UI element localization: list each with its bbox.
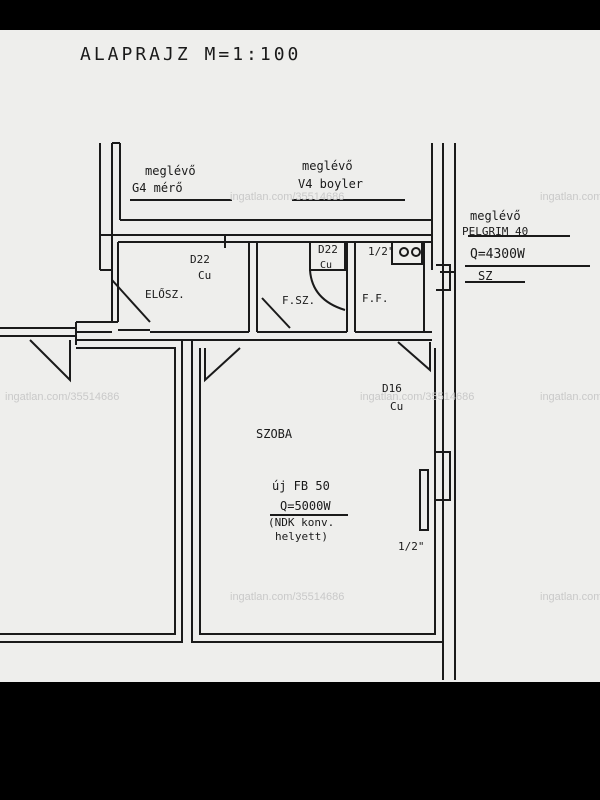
wall-row-bottom (150, 331, 432, 341)
label-half-inch: 1/2" (368, 245, 395, 258)
toilet-fixture (309, 241, 346, 271)
wall-left-room (0, 339, 183, 643)
door-main-right (397, 341, 431, 373)
floor-plan-sheet: ALAPRAJZ M=1:100 meglévő G4 mérő meglévő… (0, 30, 600, 682)
label-fb-note1: (NDK konv. (268, 516, 334, 529)
label-sz-right: SZ (478, 269, 492, 283)
label-d22-a: D22 (190, 253, 210, 266)
label-cu-c: Cu (390, 400, 403, 413)
label-pelgrim-q: Q=4300W (470, 247, 525, 262)
wall-right-outer (442, 143, 456, 680)
door-entrance (111, 279, 151, 323)
label-g4-bottom: G4 mérő (132, 181, 183, 195)
wall-upper-right (431, 143, 444, 270)
label-v4-bottom: V4 boyler (298, 177, 363, 191)
watermark: ingatlan.com/35514686 (230, 191, 344, 203)
label-fb-title: új FB 50 (272, 479, 330, 493)
door-wc-swing (309, 269, 346, 311)
watermark: ingatlan.com (540, 591, 600, 603)
watermark: ingatlan.com/35514686 (5, 391, 119, 403)
room-label-szoba: SZOBA (256, 427, 293, 441)
label-pelgrim-mid: PELGRIM 40 (462, 225, 528, 238)
label-pelgrim-top: meglévő (470, 209, 521, 223)
watermark: ingatlan.com (540, 191, 600, 203)
wall-div-2 (346, 242, 356, 332)
door-fsz (261, 297, 291, 329)
wall-left-window (0, 327, 76, 337)
door-main-room (204, 347, 241, 383)
floor-plan-drawing: ALAPRAJZ M=1:100 meglévő G4 mérő meglévő… (0, 44, 600, 680)
bottom-black-bar (0, 682, 600, 800)
wall-main-room (191, 340, 443, 643)
door-left-room (29, 339, 71, 383)
label-d16: D16 (382, 382, 402, 395)
boiler-fixture (391, 241, 423, 265)
watermark: ingatlan.com (540, 391, 600, 403)
label-fb-note2: helyett) (275, 530, 328, 543)
label-fb-q: Q=5000W (280, 499, 331, 513)
room-label-eloszoba: ELŐSZ. (145, 287, 185, 301)
wall-div-1 (248, 242, 258, 332)
watermark: ingatlan.com/35514686 (360, 391, 474, 403)
radiator-fb50 (419, 469, 429, 531)
top-black-bar (0, 0, 600, 30)
wall-upper-left (99, 143, 113, 270)
label-d22-b: D22 (318, 243, 338, 256)
room-label-furdo: F.SZ. (282, 294, 315, 307)
label-cu-a: Cu (198, 269, 211, 282)
label-g4-top: meglévő (145, 164, 196, 178)
label-half-inch-2: 1/2" (398, 540, 425, 553)
label-cu-b: Cu (320, 260, 332, 271)
room-label-ff: F.F. (362, 292, 389, 305)
plan-title: ALAPRAJZ M=1:100 (80, 44, 301, 65)
label-v4-top: meglévő (302, 159, 353, 173)
gas-meter-fixture (220, 235, 250, 248)
watermark: ingatlan.com/35514686 (230, 591, 344, 603)
